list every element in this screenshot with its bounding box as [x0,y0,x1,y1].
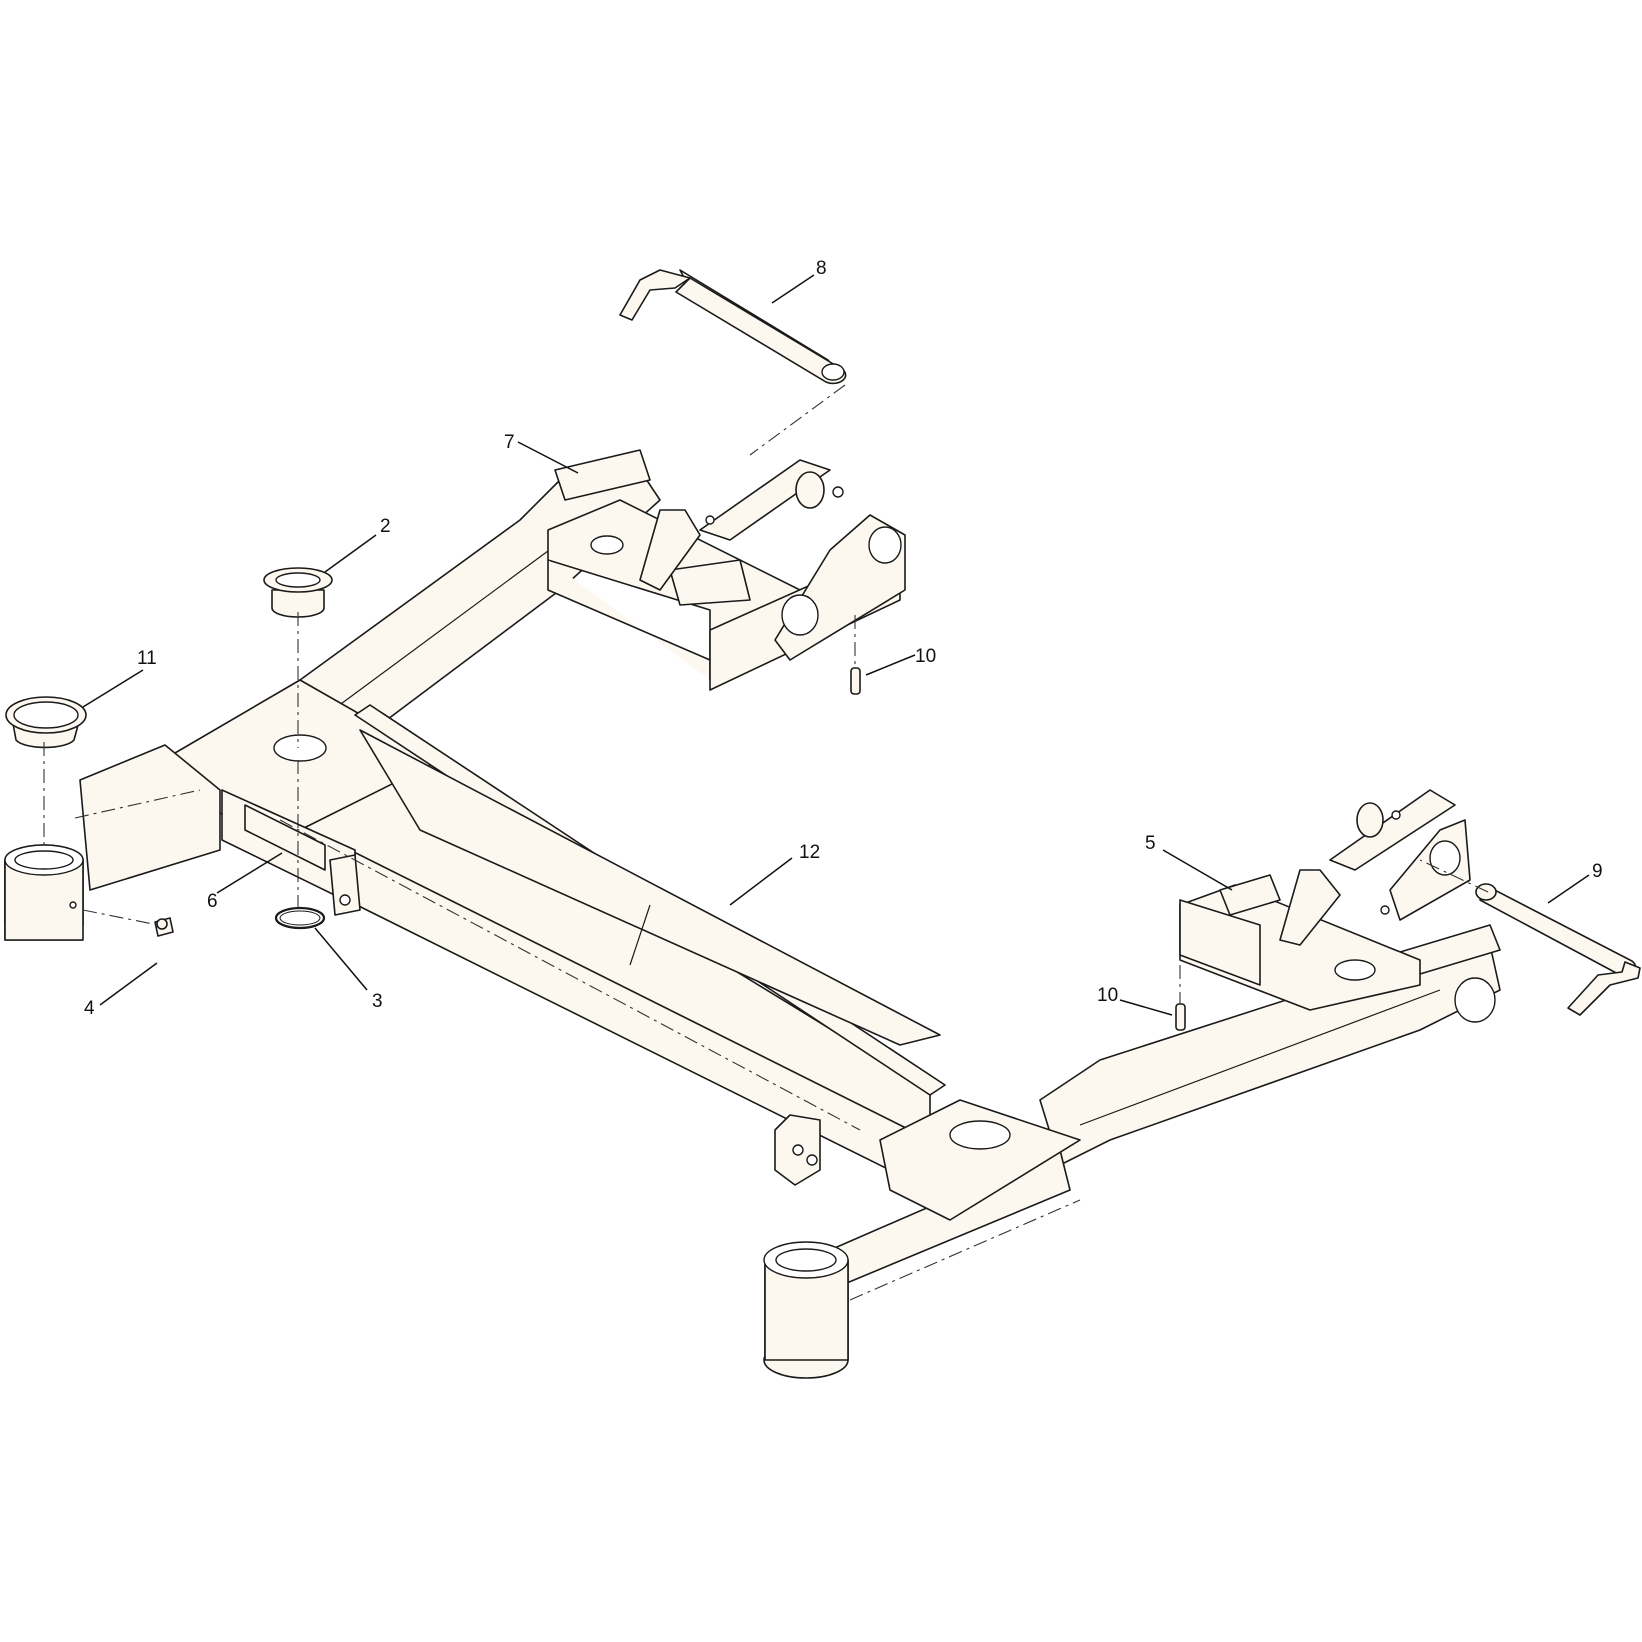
front-arm-end-hole [1454,977,1496,1023]
part-10-pin-upper [850,667,861,695]
callout-6: 6 [207,891,218,912]
left-tube [79,744,221,891]
pin-9-handle [1567,961,1641,1016]
assembly-centerlines [43,384,1489,1301]
pin-8-handle [619,269,691,321]
callout-5: 5 [1145,833,1156,854]
left-tab [329,854,361,916]
front-bracket-front [1179,899,1261,986]
callout-10-upper: 10 [915,646,936,667]
front-arm [1039,944,1501,1166]
part-11-bearing [5,696,87,749]
rear-bracket-ear-left [639,509,701,591]
left-column [4,844,84,941]
part-9-pivot-pin [1475,883,1641,1016]
callout-labels: 2 3 4 5 6 7 8 9 10 10 11 12 [84,258,1603,1019]
part-3-snap-ring [274,906,326,930]
front-pivot-bracket [1179,789,1471,1011]
right-plate-hole [949,1120,1011,1150]
callout-12: 12 [799,842,820,863]
bottom-right-column [763,1241,849,1379]
part-4-grease-fitting [154,917,174,937]
callout-3: 3 [372,991,383,1012]
rear-arm-decal [554,449,651,501]
callout-9: 9 [1592,861,1603,882]
callout-2: 2 [380,516,391,537]
part-8-pivot-pin [619,269,847,385]
front-bracket-ear-left [1279,869,1341,946]
part-10-pin-lower [1175,1003,1186,1031]
gusset-blade [359,729,941,1046]
callout-10-lower: 10 [1097,985,1118,1006]
rear-bracket-decal [669,559,751,606]
rear-pivot-bracket [547,449,906,691]
left-plate-hole [273,734,327,762]
callout-4: 4 [84,998,95,1019]
part-2-bushing [263,567,333,618]
front-bracket-decal [1219,874,1281,916]
callout-leaders [82,274,1590,1016]
left-box-decal [244,804,326,871]
callout-11: 11 [137,648,157,669]
right-plate [879,1099,1081,1221]
callout-7: 7 [504,432,515,453]
callout-8: 8 [816,258,827,279]
